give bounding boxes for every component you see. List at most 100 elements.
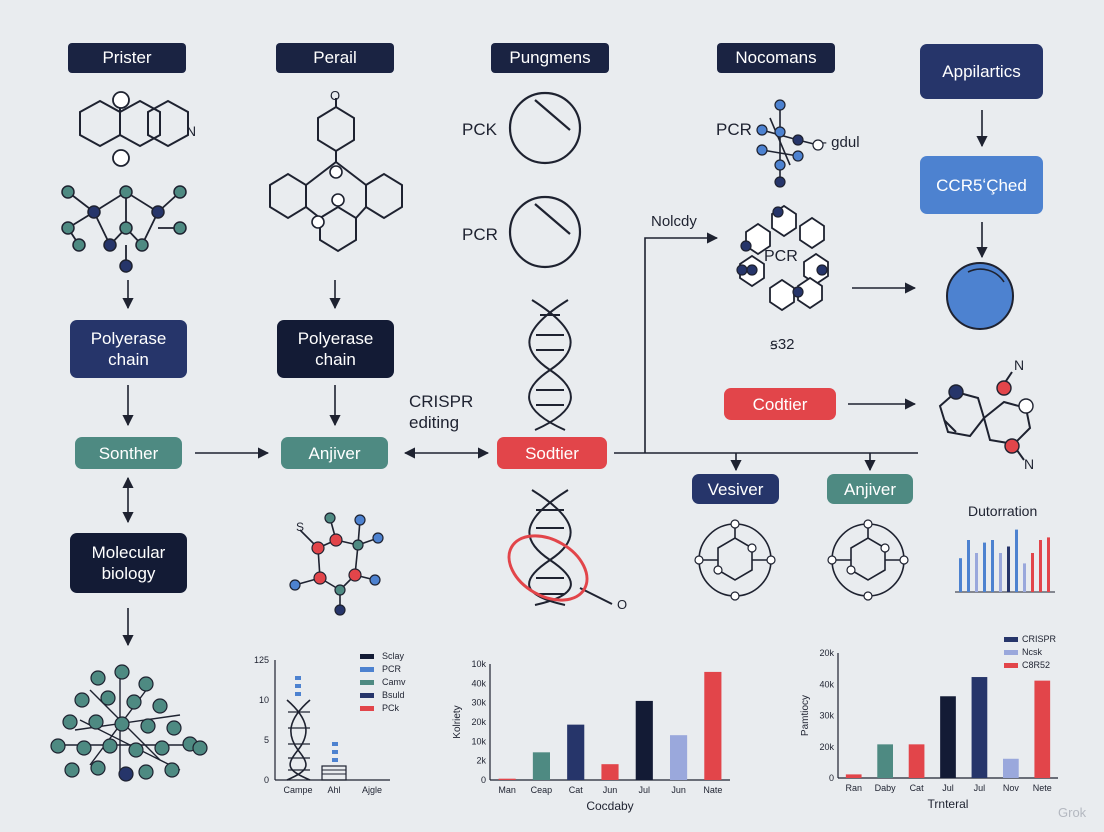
chart1-marker bbox=[332, 758, 338, 762]
node-sodtier[interactable]: Sodtier bbox=[497, 437, 607, 469]
node-polyerase-1[interactable]: Polyerase chain bbox=[70, 320, 187, 378]
chart2-bar bbox=[567, 724, 585, 780]
node-sonther[interactable]: Sonther bbox=[75, 437, 182, 469]
header-prister: Prister bbox=[68, 43, 186, 73]
chart3-legend-label: Ncsk bbox=[1022, 647, 1042, 657]
chart1-x-tick: Campe bbox=[283, 785, 312, 795]
watermark-grok: Grok bbox=[1058, 805, 1087, 820]
chart1-legend-swatch bbox=[360, 680, 374, 685]
label-n-ring: N bbox=[186, 123, 197, 139]
chart2-y-tick: 40k bbox=[471, 678, 486, 688]
chart1-dna-strand bbox=[286, 699, 311, 781]
chart3-x-tick: Nete bbox=[1033, 783, 1052, 793]
chart3-x-tick: Daby bbox=[875, 783, 897, 793]
header-nocomans: Nocomans bbox=[717, 43, 835, 73]
node-applattics[interactable]: Appilartics bbox=[920, 44, 1043, 99]
chart1-y-tick: 5 bbox=[264, 735, 269, 745]
chart2-y-tick: 10k bbox=[471, 736, 486, 746]
chart3-bar bbox=[971, 677, 988, 778]
chart1-marker bbox=[295, 692, 301, 696]
chart3-x-label: Trnteral bbox=[928, 797, 969, 811]
chart3-y-tick: 40k bbox=[819, 679, 834, 689]
chart1-legend-label: PCR bbox=[382, 664, 402, 674]
label-n-bottom: N bbox=[1024, 456, 1035, 472]
chart4-bar bbox=[991, 540, 994, 592]
chart2-x-tick: Ceap bbox=[531, 785, 553, 795]
chart1-marker bbox=[332, 742, 338, 746]
chart4-bar bbox=[1015, 529, 1018, 592]
label-crispr-editing: CRISPR editing bbox=[409, 392, 474, 432]
chart2-x-label: Cocdaby bbox=[586, 799, 633, 813]
chart3-legend-label: C8R52 bbox=[1022, 660, 1050, 670]
label-pcr-2: PCR bbox=[716, 120, 752, 139]
chart3-bar bbox=[845, 774, 862, 778]
chart3-x-tick: Cat bbox=[910, 783, 925, 793]
node-ccr5[interactable]: CCR5ʻÇhed bbox=[920, 156, 1043, 214]
chart2-bar bbox=[670, 735, 688, 780]
chart2-y-tick: 10k bbox=[471, 659, 486, 669]
chart1-x-tick: Ajgle bbox=[362, 785, 382, 795]
node-polyerase-2[interactable]: Polyerase chain bbox=[277, 320, 394, 378]
chart2-x-tick: Jul bbox=[639, 785, 651, 795]
node-anjiver-2[interactable]: Anjiver bbox=[827, 474, 913, 504]
chart2-x-tick: Jun bbox=[603, 785, 618, 795]
label-pcr-center: PCR bbox=[764, 248, 798, 265]
chart2-y-label: Kolriety bbox=[452, 705, 463, 738]
label-o-dna: O bbox=[617, 597, 628, 612]
node-molecular-biology[interactable]: Molecular biology bbox=[70, 533, 187, 593]
label-s-mol: S bbox=[296, 520, 305, 534]
chart2-y-tick: 30k bbox=[471, 698, 486, 708]
chart2-bar bbox=[498, 778, 516, 780]
chart3-y-label: Pamtiocy bbox=[800, 695, 811, 736]
chart2-x-tick: Cat bbox=[569, 785, 584, 795]
label-pck: PCK bbox=[462, 120, 497, 139]
node-anjiver-1[interactable]: Anjiver bbox=[281, 437, 388, 469]
chart1-marker bbox=[295, 684, 301, 688]
chart4-bar bbox=[999, 553, 1002, 592]
prister-molecule bbox=[79, 99, 189, 148]
chart1-marker bbox=[295, 676, 301, 680]
chart3-bar bbox=[877, 744, 893, 778]
node-codtier[interactable]: Codtier bbox=[724, 388, 836, 420]
chart1-legend-label: Sclay bbox=[382, 651, 405, 661]
chart1-y-tick: 0 bbox=[264, 775, 269, 785]
chart3-x-tick: Jul bbox=[974, 783, 986, 793]
label-n-top: N bbox=[1014, 357, 1025, 373]
chart3-y-tick: 30k bbox=[819, 711, 834, 721]
node-vesiver[interactable]: Vesiver bbox=[692, 474, 779, 504]
chart4-bar bbox=[1031, 553, 1034, 592]
chart4-bar bbox=[1023, 563, 1026, 592]
red-highlight-ring bbox=[507, 534, 589, 602]
chart4-bar bbox=[1047, 537, 1050, 592]
chart1-legend-swatch bbox=[360, 706, 374, 711]
chart1-bar bbox=[321, 765, 347, 781]
chart2-x-tick: Jun bbox=[671, 785, 686, 795]
chart4-bar bbox=[1007, 546, 1010, 592]
chart2-bar bbox=[601, 764, 619, 780]
chart3-x-tick: Ran bbox=[845, 783, 862, 793]
chart2-y-tick: 2k bbox=[476, 756, 486, 766]
header-pungmens: Pungmens bbox=[491, 43, 609, 73]
chart3-bar bbox=[940, 696, 956, 778]
chart2-y-tick: 20k bbox=[471, 717, 486, 727]
header-perail: Perail bbox=[276, 43, 394, 73]
chart3-legend-swatch bbox=[1004, 663, 1018, 668]
chart1-legend-swatch bbox=[360, 693, 374, 698]
chart1-legend-swatch bbox=[360, 667, 374, 672]
chart3-legend-swatch bbox=[1004, 637, 1018, 642]
chart4-bar bbox=[975, 553, 978, 592]
chart2-bar bbox=[704, 671, 722, 780]
chart3-y-tick: 0 bbox=[829, 773, 834, 783]
chart3-bar bbox=[1003, 758, 1019, 778]
chart3-x-tick: Jul bbox=[942, 783, 954, 793]
chart1-legend-label: Camv bbox=[382, 677, 406, 687]
chart3-legend-swatch bbox=[1004, 650, 1018, 655]
blue-sphere bbox=[946, 262, 1014, 330]
chart4-bar bbox=[967, 540, 970, 592]
chart2-bar bbox=[532, 752, 550, 780]
dna-helix-top bbox=[528, 299, 572, 431]
chart1-marker bbox=[332, 750, 338, 754]
chart2-x-tick: Man bbox=[498, 785, 516, 795]
